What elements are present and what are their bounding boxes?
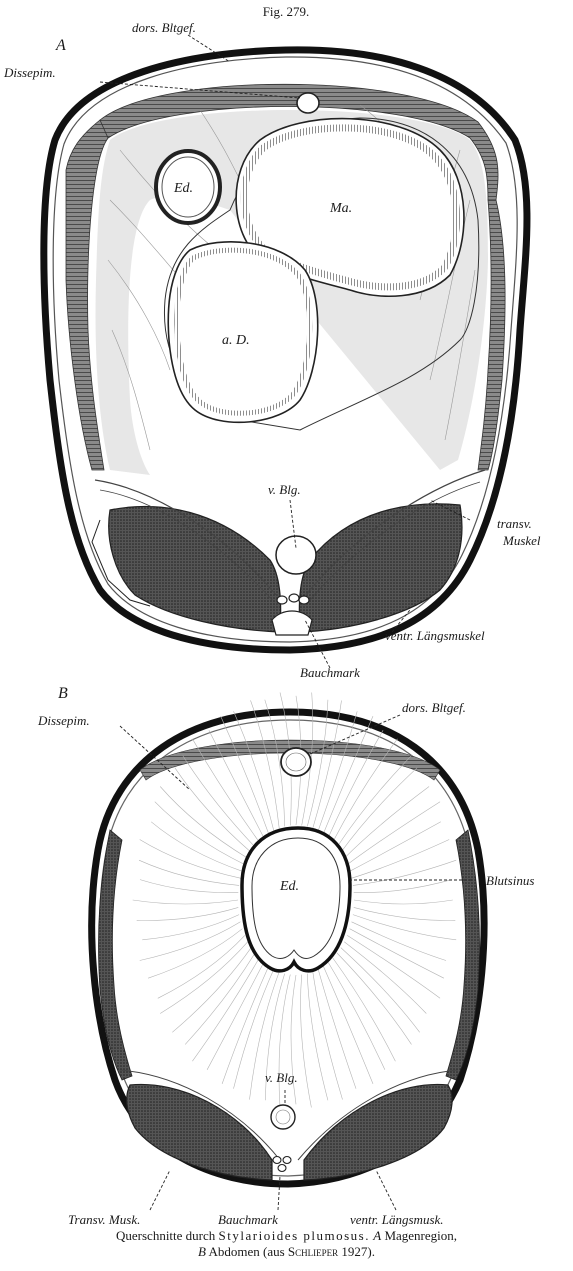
panel-b-label-dors-bltgef: dors. Bltgef. xyxy=(402,700,466,715)
panel-b-label-bauchmark: Bauchmark xyxy=(218,1212,278,1227)
panel-a-dorsal-vessel xyxy=(297,93,319,113)
panel-a-ventral-vessel xyxy=(276,536,316,574)
panel-b-ventral-vessel xyxy=(271,1105,295,1129)
panel-a-label-dissepim: Dissepim. xyxy=(3,65,56,80)
panel-a-nerve-cord xyxy=(272,594,312,635)
panel-b-letter: B xyxy=(58,685,68,702)
caption-a-letter: A xyxy=(373,1228,381,1243)
panel-b: B Ed. xyxy=(37,685,534,1227)
panel-a: A Ma. a. D. xyxy=(3,20,541,680)
panel-a-label-bauchmark: Bauchmark xyxy=(300,665,360,680)
caption-text-2: Magenregion, xyxy=(384,1228,457,1243)
panel-a-label-dors-bltgef: dors. Bltgef. xyxy=(132,20,196,35)
panel-a-label-ed: Ed. xyxy=(173,181,193,196)
figure-number: Fig. 279. xyxy=(263,4,310,19)
panel-b-label-transv-musk: Transv. Musk. xyxy=(68,1212,140,1227)
panel-a-label-ma: Ma. xyxy=(329,201,352,216)
caption-text-3: Abdomen (aus xyxy=(208,1244,284,1259)
caption-species: Stylarioides plumosus. xyxy=(219,1228,370,1243)
caption-text-4: 1927). xyxy=(341,1244,375,1259)
panel-b-label-dissepim: Dissepim. xyxy=(37,713,90,728)
caption-author: Schlieper xyxy=(288,1244,338,1259)
panel-a-label-transv-1: transv. xyxy=(497,516,532,531)
caption: Querschnitte durch Stylarioides plumosus… xyxy=(0,1228,573,1260)
caption-line-1: Querschnitte durch Stylarioides plumosus… xyxy=(0,1228,573,1244)
panel-b-dorsal-vessel xyxy=(281,748,311,776)
panel-b-label-ventr-laengsmusk: ventr. Längsmusk. xyxy=(350,1212,444,1227)
caption-text-1: Querschnitte durch xyxy=(116,1228,215,1243)
caption-b-letter: B xyxy=(198,1244,206,1259)
panel-a-label-transv-2: Muskel xyxy=(502,533,541,548)
panel-a-label-ventr-laengsmuskel: ventr. Längsmuskel xyxy=(385,628,485,643)
panel-b-label-blutsinus: Blutsinus xyxy=(486,873,534,888)
caption-line-2: B Abdomen (aus Schlieper 1927). xyxy=(0,1244,573,1260)
panel-a-letter: A xyxy=(55,37,66,54)
panel-b-label-v-blg: v. Blg. xyxy=(265,1070,298,1085)
panel-a-label-ad: a. D. xyxy=(222,333,250,348)
panel-a-label-v-blg: v. Blg. xyxy=(268,482,301,497)
panel-b-label-ed: Ed. xyxy=(279,879,299,894)
